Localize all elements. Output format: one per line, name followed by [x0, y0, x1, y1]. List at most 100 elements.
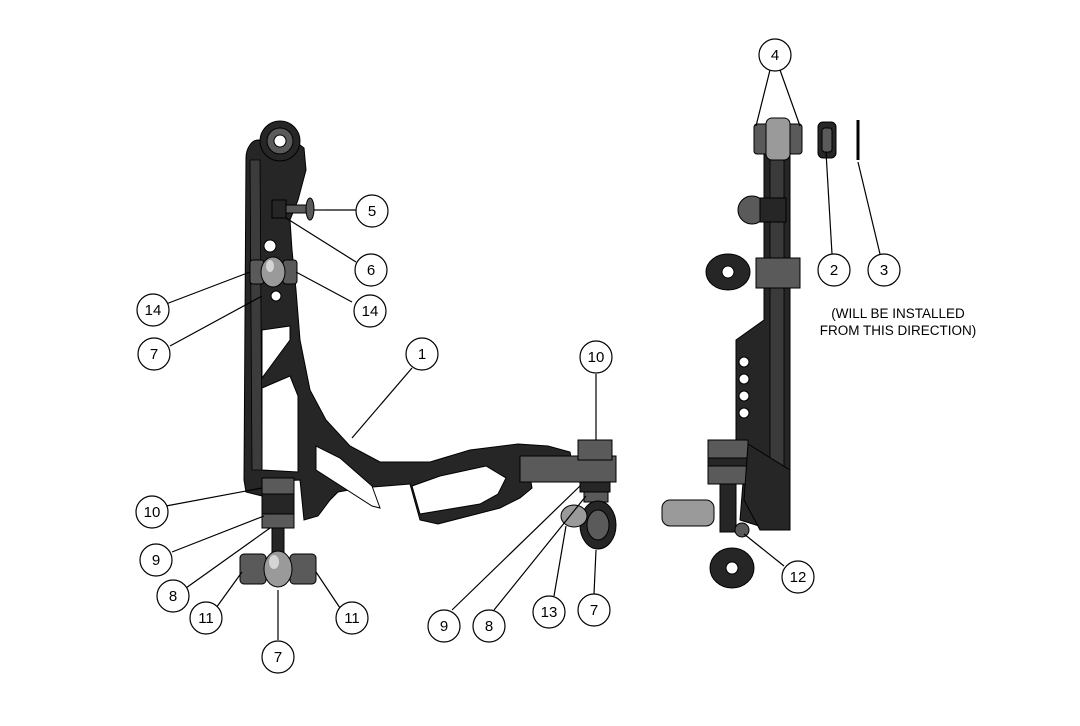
arm-cutout-lower-right — [411, 465, 507, 515]
nut-8-right — [583, 491, 609, 503]
callout-3: 3 — [867, 253, 901, 287]
rod-end-7-right-ring — [586, 509, 610, 541]
callout-7-upper: 7 — [137, 337, 171, 371]
leader-14b — [295, 271, 353, 303]
callout-10-right-label: 10 — [588, 349, 605, 366]
callout-2-label: 2 — [830, 262, 838, 279]
leader-9b — [451, 485, 581, 611]
spacer-11-right — [289, 553, 317, 585]
side-lower-stud — [719, 483, 737, 533]
callout-11-left: 11 — [189, 601, 223, 635]
callout-8-left-label: 8 — [169, 588, 177, 605]
callout-8-left: 8 — [156, 579, 190, 613]
callout-14-right-label: 14 — [362, 303, 379, 320]
leader-14a — [165, 271, 251, 305]
leader-8a — [185, 527, 271, 589]
jam-nut-10-right — [577, 439, 613, 461]
side-plate-hole-2 — [738, 373, 750, 385]
rod-end-7-lower — [263, 550, 293, 588]
callout-11-right-label: 11 — [344, 610, 360, 627]
leader-7c — [593, 549, 597, 595]
bolt-5-head — [305, 197, 315, 221]
leader-2 — [825, 151, 833, 255]
rod-end-7-upper — [260, 256, 286, 288]
leader-7a — [169, 295, 263, 347]
side-lower-nut-band — [707, 457, 749, 467]
side-top-bushing — [765, 117, 791, 161]
callout-8-right: 8 — [472, 609, 506, 643]
rod-end-7-upper-shine — [266, 260, 274, 272]
leader-11a — [215, 571, 243, 609]
side-lower-bracket — [743, 443, 791, 531]
callout-3-label: 3 — [880, 262, 888, 279]
nut-6 — [271, 199, 287, 219]
bolt-5-shank — [283, 204, 309, 214]
leader-1 — [351, 367, 413, 439]
callout-14-left-label: 14 — [145, 302, 162, 319]
arm-cutout-upper — [261, 325, 291, 380]
spacer-13 — [560, 504, 588, 528]
rod-end-7-lower-shine — [269, 555, 279, 569]
callout-1-label: 1 — [418, 346, 426, 363]
callout-1: 1 — [405, 337, 439, 371]
arm-small-hole-2 — [270, 290, 282, 302]
callout-11-left-label: 11 — [198, 610, 214, 627]
note-line-1: (WILL BE INSTALLED — [831, 306, 965, 321]
side-plate-hole-4 — [738, 407, 750, 419]
side-rod-end-upper-hole — [721, 265, 735, 279]
washer-9-lower — [261, 493, 295, 515]
install-direction-note: (WILL BE INSTALLED FROM THIS DIRECTION) — [820, 306, 977, 338]
callout-7-right-label: 7 — [590, 602, 598, 619]
arm-cutout-middle — [261, 375, 299, 473]
callout-4-label: 4 — [771, 47, 779, 64]
callout-4: 4 — [758, 38, 792, 72]
callout-9-left: 9 — [139, 543, 173, 577]
callout-6: 6 — [354, 253, 388, 287]
callout-12-label: 12 — [790, 569, 807, 586]
bushing-2-core — [821, 127, 833, 153]
callout-2: 2 — [817, 253, 851, 287]
callout-9-right: 9 — [427, 609, 461, 643]
callout-13: 13 — [532, 595, 566, 629]
knuckle-arm-body — [243, 139, 573, 525]
callout-6-label: 6 — [367, 262, 375, 279]
jam-nut-10-lower — [261, 477, 295, 495]
leader-4a — [755, 69, 771, 127]
threaded-stud-lower — [271, 527, 285, 555]
leader-13 — [553, 525, 567, 597]
callout-7-lower: 7 — [261, 640, 295, 674]
leader-6 — [285, 217, 357, 263]
spacer-11-left — [239, 553, 267, 585]
callout-8-right-label: 8 — [485, 618, 493, 635]
callout-5-label: 5 — [368, 203, 376, 220]
arm-small-hole — [263, 239, 277, 253]
leader-11b — [315, 571, 341, 609]
side-rod-end-12-hole — [725, 561, 739, 575]
front-view-arm-assembly — [239, 120, 617, 588]
side-nut-upper — [755, 257, 801, 289]
callout-13-label: 13 — [541, 604, 558, 621]
side-ball-stud-neck — [759, 197, 787, 223]
leader-lines — [165, 69, 881, 640]
callout-7-upper-label: 7 — [150, 346, 158, 363]
leader-10a — [165, 487, 263, 507]
callouts: 1 4 2 3 5 6 14 14 — [135, 38, 901, 674]
callout-9-left-label: 9 — [152, 552, 160, 569]
side-view-assembly — [661, 117, 860, 589]
leader-3 — [857, 161, 881, 255]
callout-5: 5 — [355, 194, 389, 228]
leader-4b — [779, 69, 801, 127]
callout-11-right: 11 — [335, 601, 369, 635]
nut-8-lower — [261, 513, 295, 529]
side-lower-spacer — [661, 499, 715, 527]
callout-9-right-label: 9 — [440, 618, 448, 635]
side-nut-12 — [734, 522, 750, 538]
leader-8b — [493, 495, 587, 611]
washer-9-right — [579, 481, 611, 493]
side-plate-hole-3 — [738, 390, 750, 402]
side-plate-hole-1 — [738, 356, 750, 368]
arm-cutout-lower-left — [315, 445, 381, 509]
callout-14-left: 14 — [136, 293, 170, 327]
